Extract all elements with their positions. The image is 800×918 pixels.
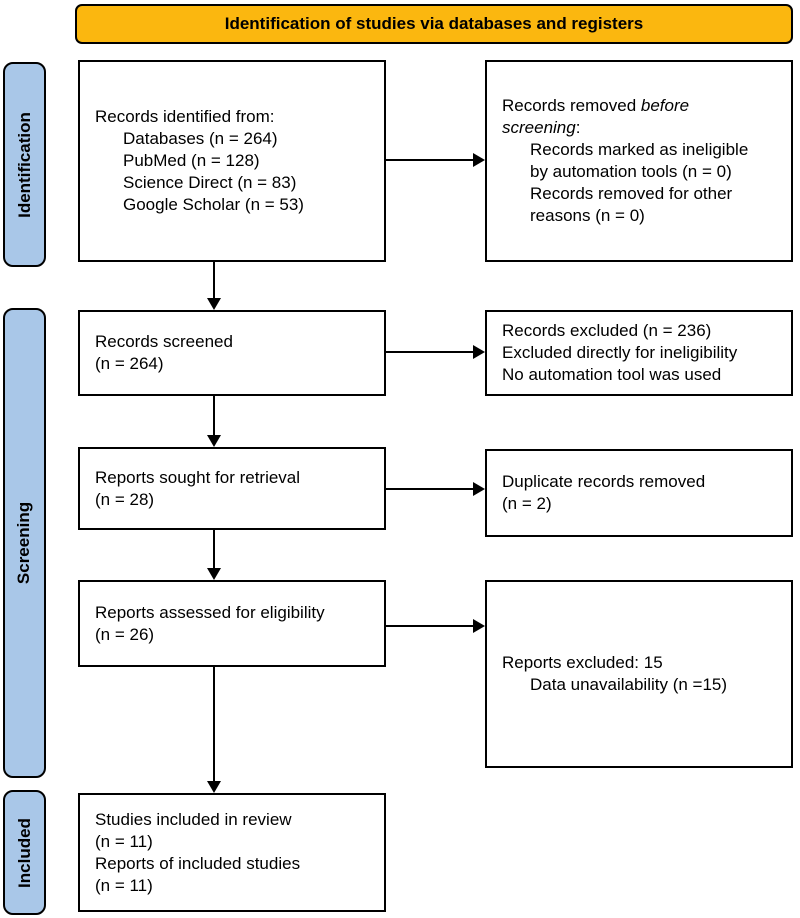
stage-label-identification-text: Identification [14,111,34,218]
box-reports-assessed: Reports assessed for eligibility (n = 26… [78,580,386,667]
box-records-screened: Records screened (n = 264) [78,310,386,396]
arrow-head-icon [473,482,485,496]
box-line-text-italic: before [640,96,690,115]
box-line: Google Scholar (n = 53) [123,195,304,214]
stage-label-identification: Identification [3,62,46,267]
box-duplicate-records-removed: Duplicate records removed (n = 2) [485,449,793,537]
box-line: (n = 264) [95,354,164,373]
box-reports-excluded: Reports excluded: 15 Data unavailability… [485,580,793,768]
box-line: Science Direct (n = 83) [123,173,297,192]
box-line-text: Records removed [502,96,641,115]
box-line: (n = 11) [95,831,153,851]
box-line: (n = 26) [95,624,155,644]
box-line: Databases (n = 264) [123,129,278,148]
box-records-identified: Records identified from: Databases (n = … [78,60,386,262]
box-line: by automation tools (n = 0) [530,162,732,181]
box-line: Reports of included studies [95,853,301,873]
box-line: PubMed (n = 128) [123,151,260,170]
arrow-line [213,396,215,436]
box-line: Data unavailability (n =15) [530,675,728,694]
box-line: Reports excluded: 15 [502,653,663,672]
box-line: Reports assessed for eligibility [95,602,325,622]
stage-label-included: Included [3,790,46,915]
box-studies-included: Studies included in review (n = 11) Repo… [78,793,386,912]
arrow-head-icon [207,568,221,580]
box-line: Records identified from: [95,107,275,126]
box-line: Studies included in review [95,809,292,829]
box-line: reasons (n = 0) [530,206,645,225]
box-line: (n = 28) [95,489,155,509]
stage-label-screening-text: Screening [14,501,34,585]
stage-label-included-text: Included [14,817,34,888]
arrow-line [213,530,215,570]
box-line: Records excluded (n = 236) [502,321,712,340]
arrow-line [386,488,474,490]
box-line: Records marked as ineligible [530,140,749,159]
arrow-line [213,667,215,783]
box-line: Records removed for other [530,184,733,203]
box-line: Excluded directly for ineligibility [502,343,738,362]
box-line: Reports sought for retrieval [95,467,301,487]
arrow-line [213,262,215,300]
box-records-excluded: Records excluded (n = 236) Excluded dire… [485,310,793,396]
box-records-removed-before-screening: Records removed before screening: Record… [485,60,793,262]
header-banner: Identification of studies via databases … [75,4,793,44]
box-line: (n = 11) [95,875,153,895]
box-reports-sought: Reports sought for retrieval (n = 28) [78,447,386,530]
box-line: Records screened [95,332,233,351]
box-line: Records removed before [502,95,783,117]
stage-label-screening: Screening [3,308,46,778]
box-line: (n = 2) [502,494,552,513]
arrow-line [386,625,474,627]
box-line-text: : [575,118,581,137]
header-title: Identification of studies via databases … [224,14,644,33]
box-line-text-italic: screening [502,118,576,137]
arrow-head-icon [473,153,485,167]
arrow-head-icon [473,619,485,633]
box-line: Duplicate records removed [502,472,706,491]
box-line: No automation tool was used [502,365,722,384]
arrow-line [386,159,474,161]
arrow-head-icon [207,298,221,310]
arrow-head-icon [473,345,485,359]
arrow-line [386,351,474,353]
arrow-head-icon [207,435,221,447]
box-line: screening: [502,117,783,139]
arrow-head-icon [207,781,221,793]
